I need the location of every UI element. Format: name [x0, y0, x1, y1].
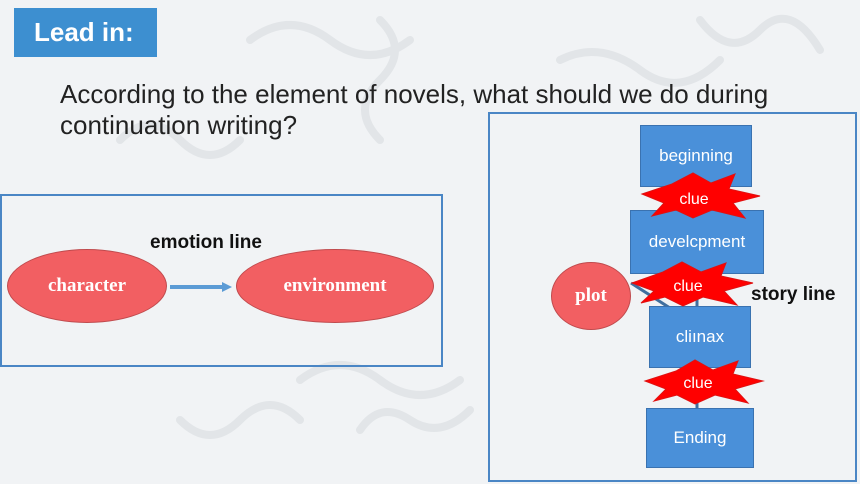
character-node-label: character: [47, 275, 127, 296]
stage-climax: cliınax: [649, 306, 751, 368]
stage-development-label: develcpment: [648, 232, 746, 251]
slide-title-box: Lead in:: [14, 8, 157, 57]
plot-node: plot: [551, 262, 631, 330]
stage-development: develcpment: [630, 210, 764, 274]
emotion-line-label: emotion line: [150, 232, 262, 253]
plot-node-label: plot: [575, 285, 607, 306]
stage-ending: Ending: [646, 408, 754, 468]
environment-node-label: environment: [283, 275, 387, 296]
stage-ending-label: Ending: [673, 428, 727, 447]
character-node: character: [7, 249, 167, 323]
emotion-diagram-panel: [0, 194, 443, 367]
stage-beginning: beginning: [640, 125, 752, 187]
stage-beginning-label: beginning: [659, 146, 733, 165]
stage-climax-label: cliınax: [675, 327, 725, 346]
story-diagram-panel: [488, 112, 857, 482]
question-text: According to the element of novels, what…: [60, 79, 769, 140]
slide-title: Lead in:: [34, 17, 134, 47]
environment-node: environment: [236, 249, 434, 323]
story-line-label: story line: [751, 284, 836, 305]
